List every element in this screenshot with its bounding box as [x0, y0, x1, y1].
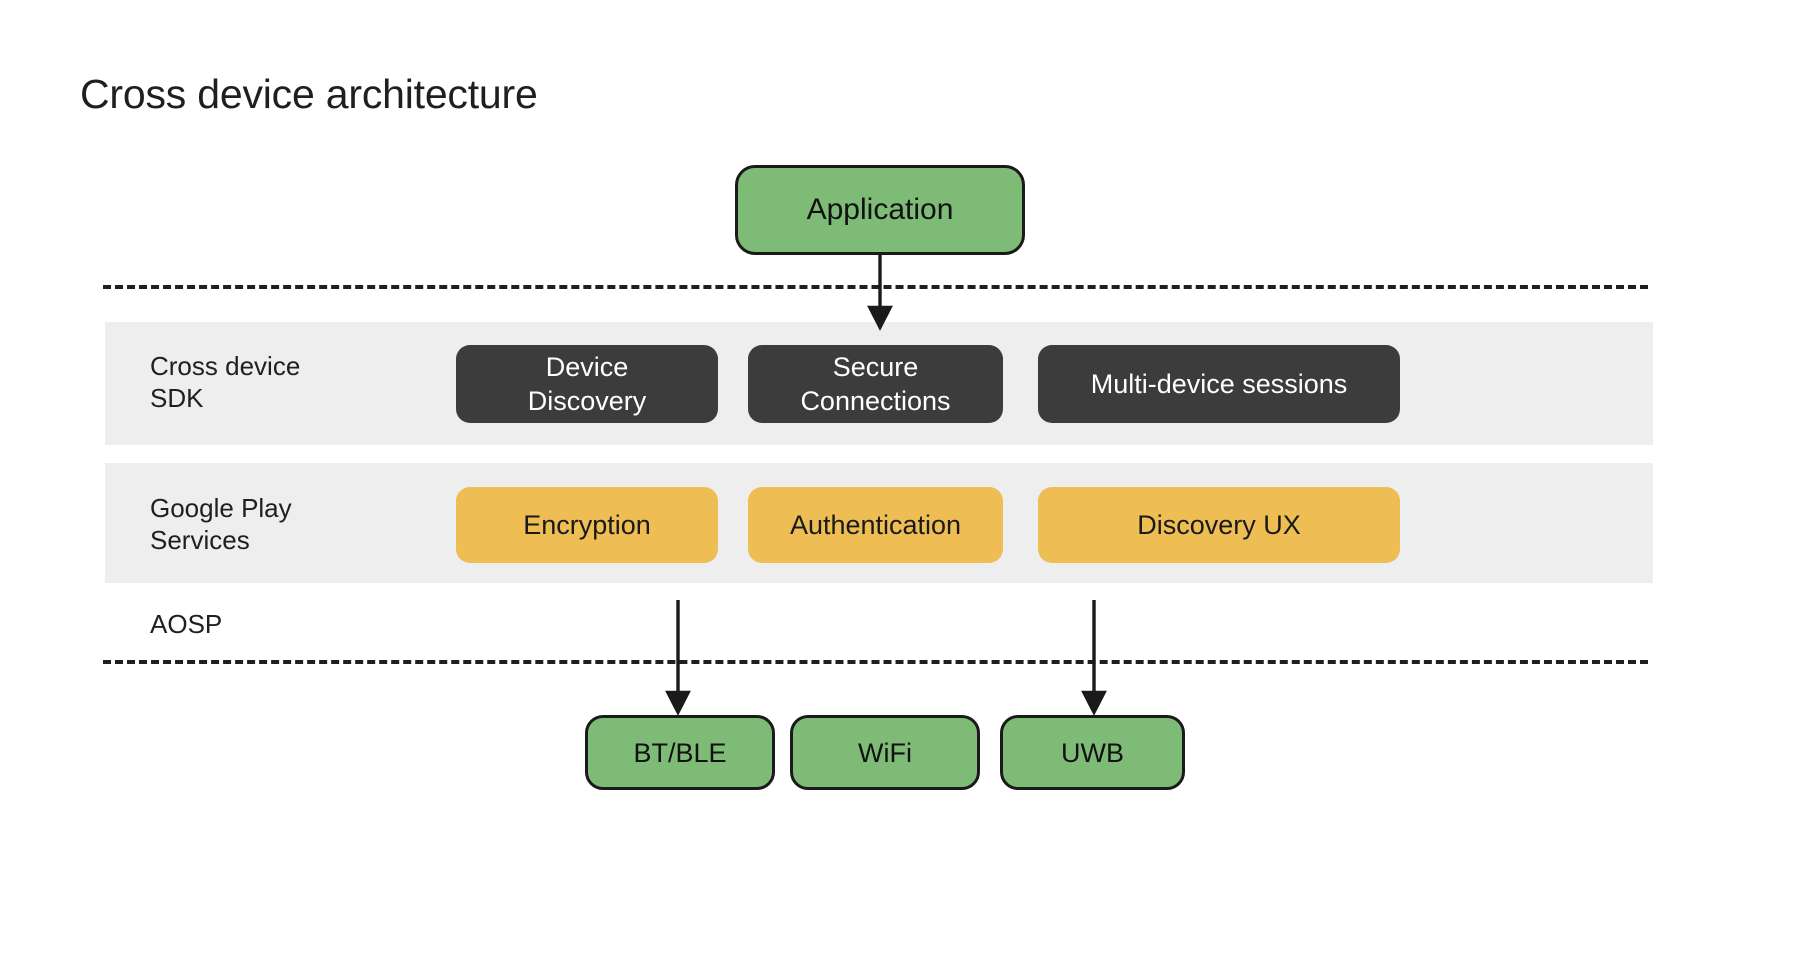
node-wifi[interactable]: WiFi — [790, 715, 980, 790]
dashed-separator-bottom — [103, 660, 1648, 664]
layer-label-google-play-services: Google Play Services — [150, 493, 292, 555]
dashed-separator-top — [103, 285, 1648, 289]
node-device-discovery[interactable]: Device Discovery — [456, 345, 718, 423]
node-authentication[interactable]: Authentication — [748, 487, 1003, 563]
node-discovery-ux[interactable]: Discovery UX — [1038, 487, 1400, 563]
page-title: Cross device architecture — [80, 71, 538, 117]
node-multi-device-sessions[interactable]: Multi-device sessions — [1038, 345, 1400, 423]
layer-label-aosp: AOSP — [150, 609, 223, 639]
node-secure-connections[interactable]: Secure Connections — [748, 345, 1003, 423]
node-bt-ble[interactable]: BT/BLE — [585, 715, 775, 790]
node-uwb[interactable]: UWB — [1000, 715, 1185, 790]
layer-label-cross-device-sdk: Cross device SDK — [150, 351, 301, 413]
node-encryption[interactable]: Encryption — [456, 487, 718, 563]
node-application[interactable]: Application — [735, 165, 1025, 255]
